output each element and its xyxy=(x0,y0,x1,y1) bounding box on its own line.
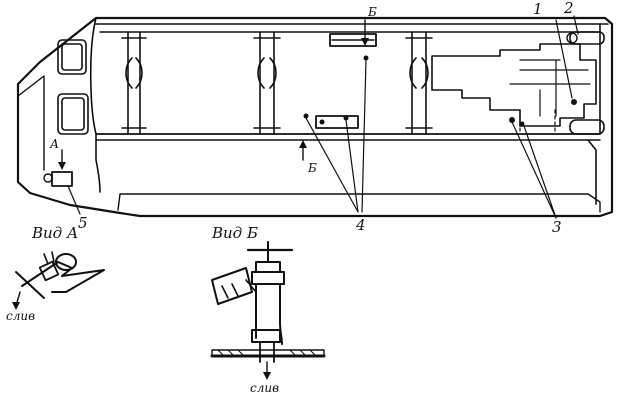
view-a-title: Вид А xyxy=(31,224,78,242)
top-box xyxy=(329,33,377,47)
engine-outline xyxy=(431,43,597,127)
top-equipment-box xyxy=(329,19,377,47)
post-2 xyxy=(253,31,281,135)
view-b-neck xyxy=(245,279,257,301)
drain-label-bottom: слив xyxy=(250,381,279,395)
callout-5: 5 xyxy=(78,214,88,232)
arrow-a-head xyxy=(58,162,66,170)
view-a-bracket xyxy=(21,261,105,293)
view-b-bonnet xyxy=(255,261,281,273)
section-arrow-bottom xyxy=(299,140,307,161)
view-a-detail xyxy=(12,251,105,310)
view-a-wall xyxy=(15,271,45,299)
drain-label-left: слив xyxy=(6,309,35,323)
view-b-drain-arrow-head xyxy=(263,372,271,380)
post-1 xyxy=(121,31,147,135)
rail-drain-plugs xyxy=(303,55,525,129)
view-b-nut xyxy=(251,271,285,285)
post-2-bulge xyxy=(257,57,277,89)
view-a-stem xyxy=(43,251,55,265)
drain-box-center-bolt-right xyxy=(343,115,349,121)
section-mark-top: Б xyxy=(367,5,377,19)
hatch-lower xyxy=(57,93,89,135)
section-mark-bottom: Б xyxy=(307,161,317,175)
post-3 xyxy=(405,31,433,135)
view-b-plate-hatch xyxy=(217,349,317,357)
nose-cock-body xyxy=(51,171,73,187)
post-3-bulge xyxy=(409,57,429,89)
post-1-bulge xyxy=(125,57,143,89)
section-arrow-top-head xyxy=(361,38,369,46)
drain-valve-rear-2 xyxy=(519,121,525,127)
lower-cylinder xyxy=(569,119,605,135)
section-arrow-bottom-head xyxy=(299,140,307,148)
view-b-fitting xyxy=(251,329,281,343)
leader-5 xyxy=(67,185,81,215)
callout-3: 3 xyxy=(552,218,562,236)
leader-3 xyxy=(511,121,557,219)
view-b-detail xyxy=(210,241,326,380)
callout-4: 4 xyxy=(355,216,366,234)
front-hatches xyxy=(57,39,89,135)
drain-valve-rear xyxy=(509,117,515,123)
hatch-upper-inner xyxy=(61,43,83,71)
hatch-upper xyxy=(57,39,87,75)
drain-valve-top xyxy=(363,55,369,61)
bottom-skirt xyxy=(117,193,601,213)
nose-shell xyxy=(17,75,45,171)
leader-2 xyxy=(573,15,579,35)
view-b-inlet xyxy=(211,267,253,305)
nose-drain-cock xyxy=(43,149,73,187)
tank-body xyxy=(16,16,614,218)
engine-detail xyxy=(509,59,591,117)
view-a-handwheel xyxy=(55,253,77,271)
tank-outer-outline xyxy=(16,16,614,218)
callout-2: 2 xyxy=(563,0,574,17)
drain-box-center xyxy=(315,115,359,129)
leader-1 xyxy=(555,19,573,99)
drain-valve-left xyxy=(303,113,309,119)
view-a-valve-body xyxy=(38,260,60,282)
rear-end xyxy=(587,23,601,205)
view-b-inlet-thread xyxy=(221,283,239,299)
callout-1: 1 xyxy=(533,0,543,18)
engine-block xyxy=(431,31,605,135)
hatch-lower-inner xyxy=(61,97,85,131)
top-cylinder-end xyxy=(566,32,578,44)
drain-plug-1-dot xyxy=(571,99,577,105)
leader-4 xyxy=(305,59,367,213)
view-b-title: Вид Б xyxy=(211,224,258,242)
front-face-curve xyxy=(89,17,101,193)
nose-cock-knob xyxy=(43,173,53,183)
view-a-drain-arrow-head xyxy=(12,302,20,310)
view-b-body xyxy=(255,283,283,345)
view-mark-a: А xyxy=(49,137,59,151)
top-cylinder xyxy=(569,31,605,45)
engine-hidden-lines xyxy=(519,109,556,135)
view-b-outlet xyxy=(259,341,275,363)
leader-lines xyxy=(67,15,579,219)
drain-box-center-bolt-left xyxy=(319,119,325,125)
frame-posts xyxy=(121,31,433,135)
view-b-plate-edges xyxy=(211,349,325,357)
